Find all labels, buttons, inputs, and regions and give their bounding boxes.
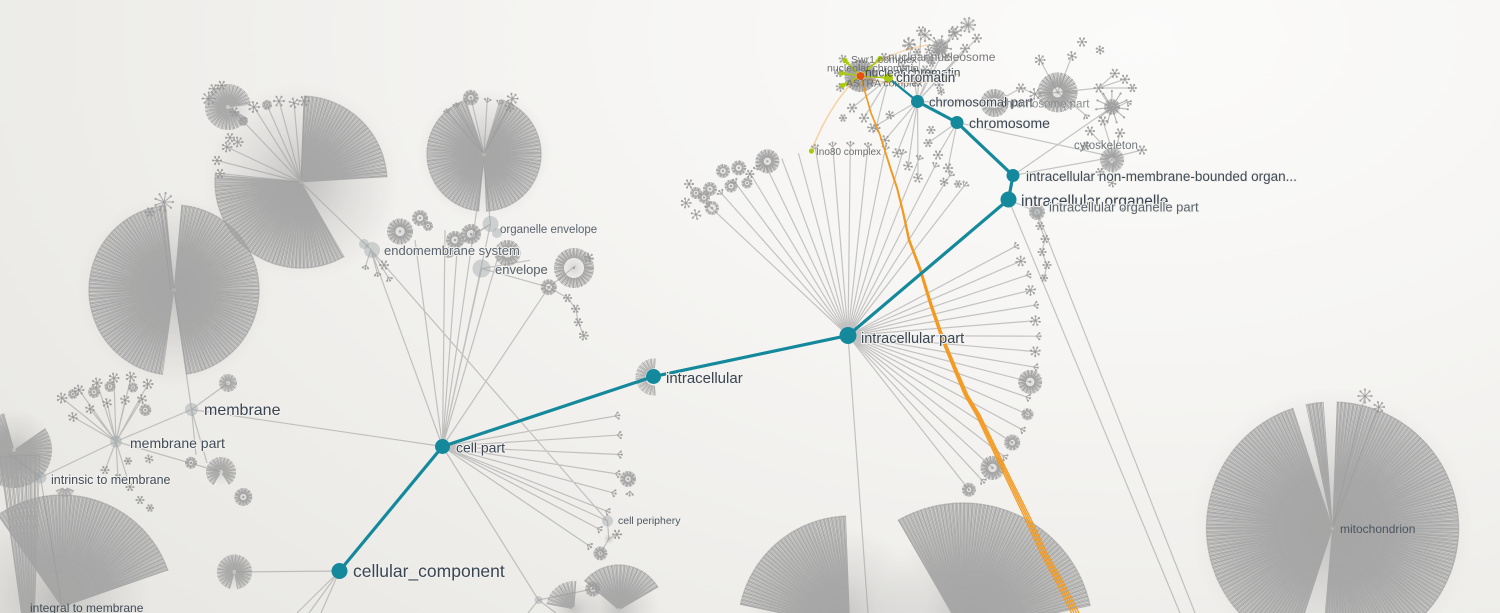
svg-text:nucleolar chromatin: nucleolar chromatin: [827, 63, 919, 75]
svg-text:chromosomal part: chromosomal part: [929, 95, 1033, 110]
svg-text:cellular_component: cellular_component: [353, 561, 505, 582]
svg-text:envelope: envelope: [495, 262, 548, 277]
svg-text:nuclear nucleosome: nuclear nucleosome: [888, 50, 996, 64]
svg-text:intrinsic to membrane: intrinsic to membrane: [51, 473, 171, 487]
svg-text:chromosome part: chromosome part: [1000, 99, 1090, 111]
svg-text:intracellular organelle part: intracellular organelle part: [1049, 200, 1199, 215]
svg-text:integral to membrane: integral to membrane: [30, 601, 144, 613]
svg-text:intracellular part: intracellular part: [861, 331, 964, 347]
svg-text:membrane: membrane: [204, 402, 281, 419]
svg-text:chromosome: chromosome: [969, 115, 1050, 131]
svg-text:Swr1 complex: Swr1 complex: [851, 54, 918, 66]
svg-text:nuclear chromatin: nuclear chromatin: [865, 66, 960, 80]
svg-text:intracellular non-membrane-bou: intracellular non-membrane-bounded organ…: [1026, 169, 1297, 184]
svg-text:chromatin: chromatin: [896, 70, 955, 85]
svg-text:ASTRA complex: ASTRA complex: [846, 78, 923, 90]
svg-text:cytoskeleton: cytoskeleton: [1074, 140, 1138, 152]
svg-text:Ino80 complex: Ino80 complex: [816, 147, 881, 158]
svg-text:intracellular organelle: intracellular organelle: [1021, 193, 1168, 210]
svg-text:cell part: cell part: [456, 440, 505, 456]
svg-text:membrane part: membrane part: [130, 435, 225, 451]
svg-text:endomembrane system: endomembrane system: [384, 243, 520, 258]
svg-text:organelle envelope: organelle envelope: [500, 224, 597, 236]
svg-text:intracellular: intracellular: [666, 370, 743, 387]
svg-text:mitochondrion: mitochondrion: [1340, 522, 1415, 536]
svg-text:cell periphery: cell periphery: [618, 515, 681, 527]
